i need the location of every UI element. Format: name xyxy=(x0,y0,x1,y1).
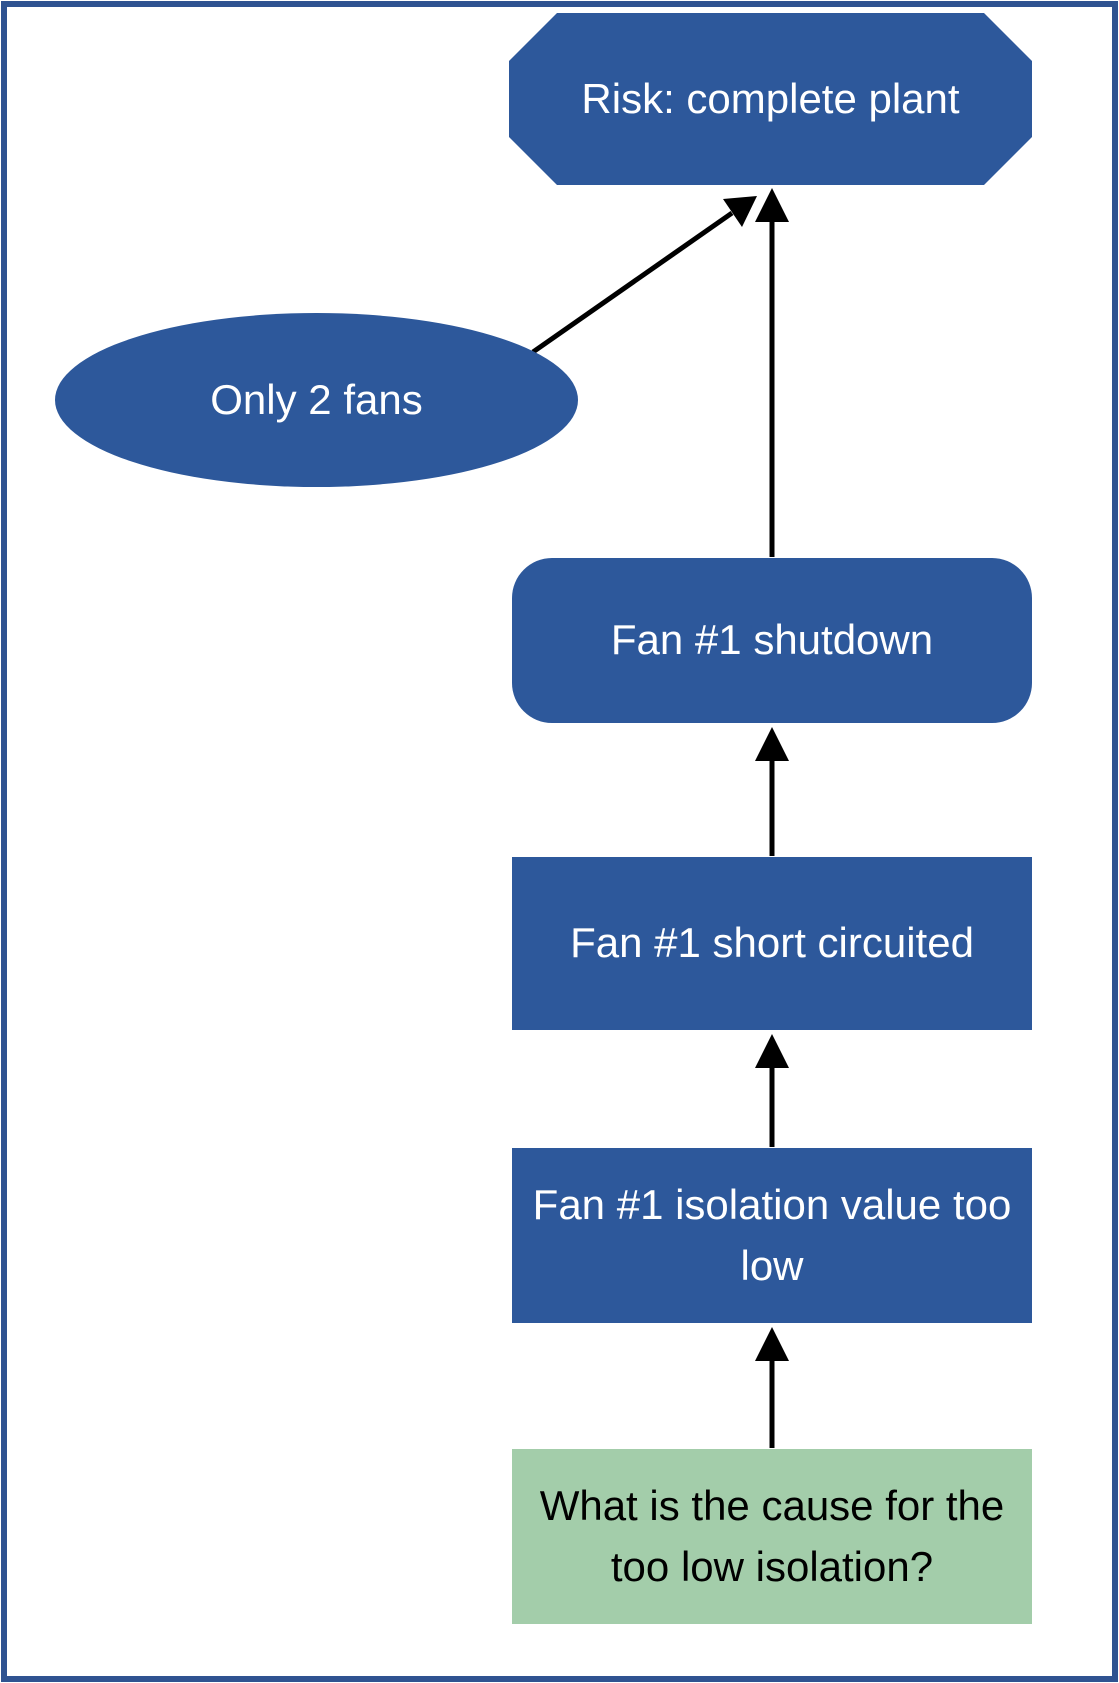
risk-octagon-node: Risk: complete plant xyxy=(509,13,1032,185)
fan-short-circuited-label: Fan #1 short circuited xyxy=(570,919,974,967)
fan-isolation-node: Fan #1 isolation value too low xyxy=(512,1148,1032,1323)
fan-short-circuited-node: Fan #1 short circuited xyxy=(512,857,1032,1030)
fan-shutdown-node: Fan #1 shutdown xyxy=(512,558,1032,723)
fan-shutdown-label: Fan #1 shutdown xyxy=(610,616,934,664)
fan-isolation-label: Fan #1 isolation value too low xyxy=(532,1180,1012,1289)
question-node: What is the cause for the too low isolat… xyxy=(512,1449,1032,1624)
arrow-ellipse-to-risk xyxy=(531,196,757,355)
risk-octagon-label: Risk: complete plant xyxy=(581,74,960,122)
only-2-fans-ellipse-node: Only 2 fans xyxy=(55,313,578,487)
question-label: What is the cause for the too low isolat… xyxy=(539,1481,1005,1590)
arrow-question-to-isolation xyxy=(755,1327,789,1448)
arrow-isolation-to-short xyxy=(755,1034,789,1147)
arrow-shutdown-to-risk xyxy=(755,188,789,557)
arrow-short-to-shutdown xyxy=(755,727,789,856)
only-2-fans-label: Only 2 fans xyxy=(210,375,423,423)
